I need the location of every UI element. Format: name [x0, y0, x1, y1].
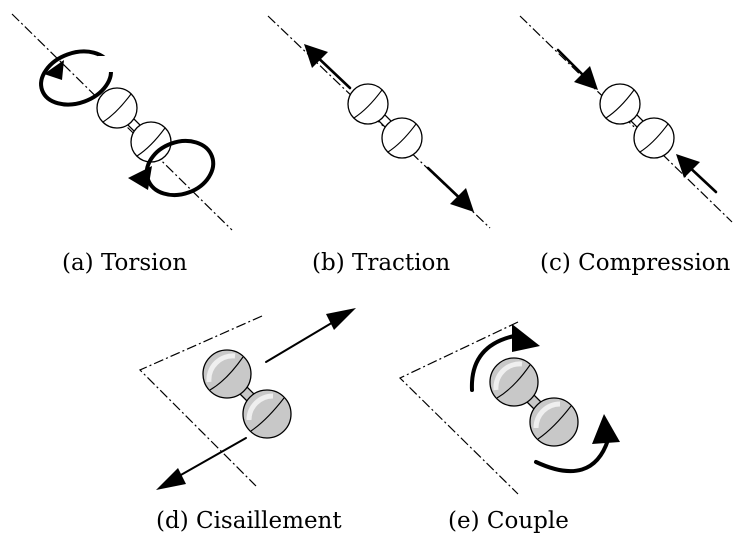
- compression-arrow-lower: [676, 154, 718, 194]
- torsion-arrow-upper: [39, 49, 116, 107]
- caption-c: (c) Compression: [540, 250, 731, 276]
- panel-torsion: (a) Torsion: [11, 13, 233, 276]
- dumbbell: [599, 83, 675, 159]
- caption-e: (e) Couple: [448, 508, 569, 534]
- panel-compression: (c) Compression: [519, 15, 733, 276]
- shear-arrow-upper: [265, 308, 356, 363]
- dumbbell: [490, 358, 578, 446]
- torsion-arrow-lower: [128, 138, 216, 198]
- couple-arrow-lower: [534, 414, 620, 473]
- panel-traction: (b) Traction: [267, 15, 491, 276]
- traction-arrow-lower: [426, 166, 474, 212]
- compression-arrow-upper: [556, 48, 598, 90]
- shear-arrow-lower: [156, 437, 247, 490]
- caption-a: (a) Torsion: [62, 250, 187, 276]
- panel-couple: (e) Couple: [398, 321, 620, 534]
- caption-b: (b) Traction: [312, 250, 450, 276]
- couple-arrow-upper: [469, 324, 540, 392]
- dumbbell: [347, 83, 423, 159]
- traction-arrow-upper: [304, 44, 352, 90]
- panel-cisaillement: (d) Cisaillement: [138, 308, 356, 534]
- caption-d: (d) Cisaillement: [156, 508, 342, 534]
- dumbbell: [203, 350, 291, 438]
